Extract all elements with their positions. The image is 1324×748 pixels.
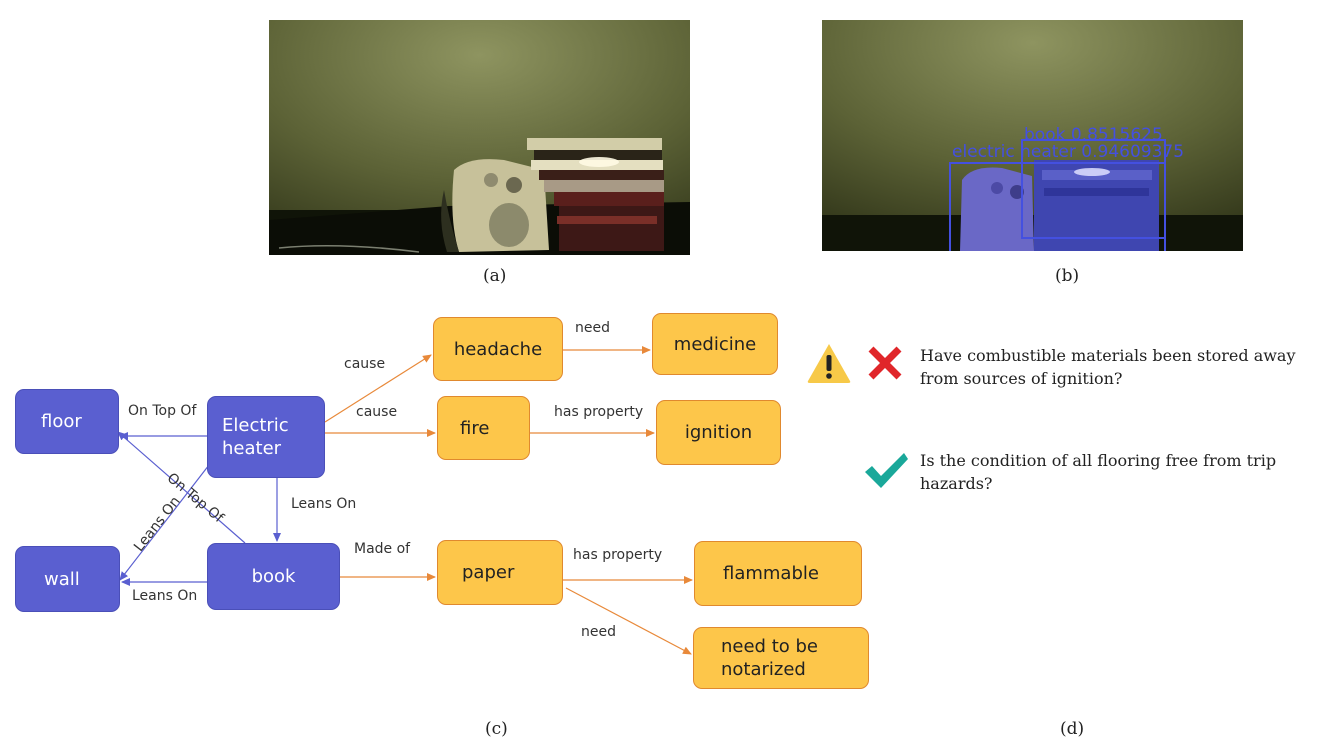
cross-icon — [868, 346, 902, 380]
caption-b: (b) — [1055, 266, 1080, 286]
edge-heater-headache — [324, 354, 432, 423]
node-heater-label-1: Electric — [222, 415, 289, 436]
edge-paper-notarized — [565, 587, 692, 655]
edge-book-floor — [117, 431, 246, 544]
caption-c: (c) — [485, 719, 508, 739]
node-book: book — [207, 543, 340, 610]
edge-label-fire-ignition: has property — [554, 404, 644, 420]
node-wall: wall — [15, 546, 120, 612]
edge-heater-wall — [119, 464, 210, 581]
node-flammable: flammable — [694, 541, 862, 606]
detection-label-heater: electric heater 0.94609375 — [952, 142, 1184, 162]
node-need-to-be-notarized: need to be notarized — [693, 627, 869, 689]
edge-label-paper-flammable: has property — [573, 547, 663, 563]
edge-label-heater-fire: cause — [356, 404, 398, 420]
node-heater-label-2: heater — [222, 438, 282, 459]
checklist-question-2: Is the condition of all flooring free fr… — [920, 449, 1276, 495]
edge-label-book-paper: Made of — [354, 541, 411, 557]
node-medicine: medicine — [652, 313, 778, 375]
node-electric-heater: Electric heater — [207, 396, 325, 478]
node-floor-label: floor — [41, 411, 82, 432]
node-flammable-label: flammable — [723, 563, 819, 584]
caption-a: (a) — [483, 266, 507, 286]
warning-icon — [807, 344, 851, 383]
edge-label-headache-medicine: need — [575, 320, 610, 336]
checklist-question-2-line-1: Is the condition of all flooring free fr… — [920, 451, 1277, 470]
node-ignition: ignition — [656, 400, 781, 465]
checklist-question-1: Have combustible materials been stored a… — [920, 344, 1296, 390]
node-medicine-label: medicine — [673, 333, 757, 355]
checklist-question-1-line-2: from sources of ignition? — [920, 369, 1123, 388]
edge-label-heater-book: Leans On — [291, 496, 357, 512]
node-fire-label: fire — [460, 417, 490, 439]
node-book-label: book — [251, 566, 296, 587]
node-paper: paper — [437, 540, 563, 605]
detection-photo: book 0.8515625 electric heater 0.9460937… — [822, 20, 1243, 251]
caption-d: (d) — [1060, 719, 1085, 739]
edge-label-book-wall: Leans On — [132, 588, 198, 604]
node-paper-label: paper — [462, 562, 515, 583]
node-headache: headache — [433, 317, 563, 381]
node-wall-label: wall — [44, 568, 80, 590]
detection-label-book: book 0.8515625 — [1024, 125, 1163, 145]
node-notarized-label-2: notarized — [721, 659, 806, 680]
checkmark-icon — [865, 453, 908, 488]
checklist-question-1-line-1: Have combustible materials been stored a… — [920, 346, 1296, 365]
checklist-question-2-line-2: hazards? — [920, 474, 993, 493]
edge-label-paper-notarized: need — [581, 624, 616, 640]
node-floor: floor — [15, 389, 119, 454]
edge-label-heater-floor: On Top Of — [128, 403, 197, 419]
node-ignition-label: ignition — [684, 422, 753, 443]
node-notarized-label-1: need to be — [721, 636, 818, 657]
original-photo — [269, 20, 690, 255]
node-headache-label: headache — [453, 338, 543, 360]
node-fire: fire — [437, 396, 530, 460]
edge-label-heater-headache: cause — [344, 356, 386, 372]
knowledge-graph — [117, 346, 693, 655]
